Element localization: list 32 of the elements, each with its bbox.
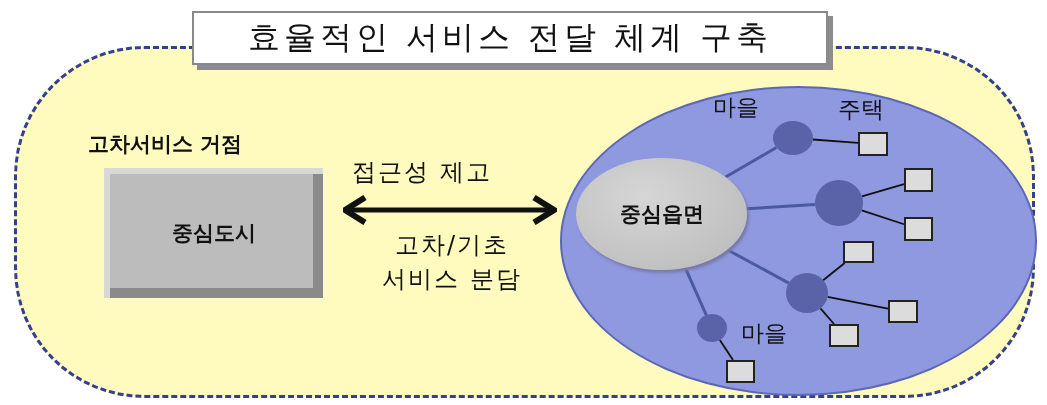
connector-line: [726, 248, 790, 285]
village-circle: [786, 273, 828, 313]
connector-line: [861, 183, 905, 198]
connector-line: [683, 267, 708, 316]
connector-line: [860, 209, 905, 226]
note-text: 고차/기초 서비스 분담: [381, 230, 523, 295]
house-square: [904, 217, 933, 241]
node-caption: 주택: [838, 95, 884, 124]
edge-label: 접근성 제고: [352, 157, 492, 188]
node-caption: 마을: [713, 93, 759, 122]
connector-line: [826, 296, 889, 310]
node-label: 중심도시: [171, 220, 256, 247]
house-square: [888, 300, 918, 323]
node-caption: 마을: [741, 319, 787, 348]
house-square: [829, 324, 859, 347]
connector-line: [724, 146, 778, 179]
connector-line: [812, 138, 859, 144]
connector-line: [718, 339, 734, 361]
node-label: 중심읍면: [619, 201, 704, 228]
house-square: [858, 132, 888, 156]
village-circle: [773, 121, 813, 155]
village-circle: [815, 180, 863, 226]
connector-line: [822, 262, 846, 282]
connector-line: [746, 203, 816, 211]
city-box: [104, 168, 323, 298]
double-arrow: [342, 194, 557, 226]
house-square: [904, 168, 933, 192]
house-square: [843, 241, 874, 263]
heading-label: 고차서비스 거점: [88, 131, 243, 158]
house-square: [726, 360, 755, 383]
connector-line: [819, 307, 835, 325]
village-circle: [697, 314, 727, 342]
